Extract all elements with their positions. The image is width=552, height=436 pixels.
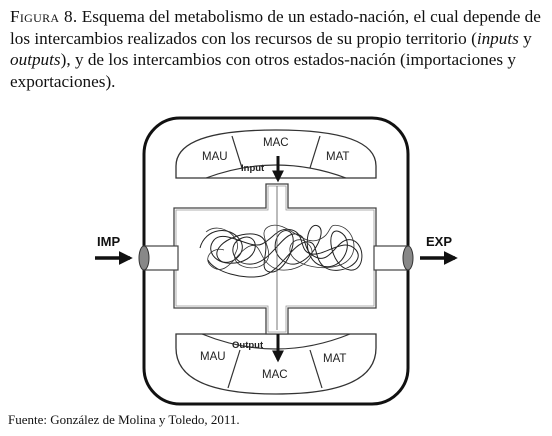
caption-text-3: ), y de los intercambios con otros estad… [10, 50, 516, 91]
figure-source: Fuente: González de Molina y Toledo, 201… [8, 412, 240, 427]
bottom-inner-curve [201, 333, 351, 350]
figure-caption: Figura 8. Esquema del metabolismo de un … [10, 6, 546, 92]
trade-channel-right [373, 245, 409, 271]
metabolic-tangle-2 [205, 224, 355, 271]
output-label: Output [232, 340, 264, 351]
export-port [402, 245, 414, 271]
caption-inputs-word: inputs [476, 28, 519, 48]
metabolic-tangle [199, 225, 363, 278]
exp-label: EXP [426, 234, 452, 249]
top-territory-arc [175, 129, 377, 179]
input-label: Input [241, 163, 265, 174]
bottom-territory-arc [175, 333, 377, 395]
caption-text-1: Esquema del metabolismo de un estado-nac… [10, 7, 541, 48]
top-inner-curve [205, 164, 347, 179]
caption-outputs-word: outputs [10, 50, 61, 69]
bottom-divider-left [227, 349, 241, 389]
bottom-mat-label: MAT [323, 353, 346, 365]
bottom-mau-label: MAU [200, 351, 226, 363]
bottom-divider-right [309, 349, 323, 389]
bottom-mac-label: MAC [262, 369, 288, 381]
caption-text-2: y [518, 28, 532, 48]
figure-label: Figura 8. [10, 7, 78, 26]
top-mac-label: MAC [263, 137, 289, 149]
trade-channel-left [143, 245, 179, 271]
metabolism-diagram: MAU MAC MAT Input MAU MAC MAT Output IMP… [95, 116, 458, 406]
import-port [138, 245, 150, 271]
imp-label: IMP [97, 234, 120, 249]
top-divider-left [231, 135, 243, 169]
metabolism-core-inner [175, 185, 375, 333]
metabolism-core [173, 183, 377, 335]
top-divider-right [309, 135, 321, 169]
top-mat-label: MAT [326, 151, 349, 163]
top-mau-label: MAU [202, 151, 228, 163]
